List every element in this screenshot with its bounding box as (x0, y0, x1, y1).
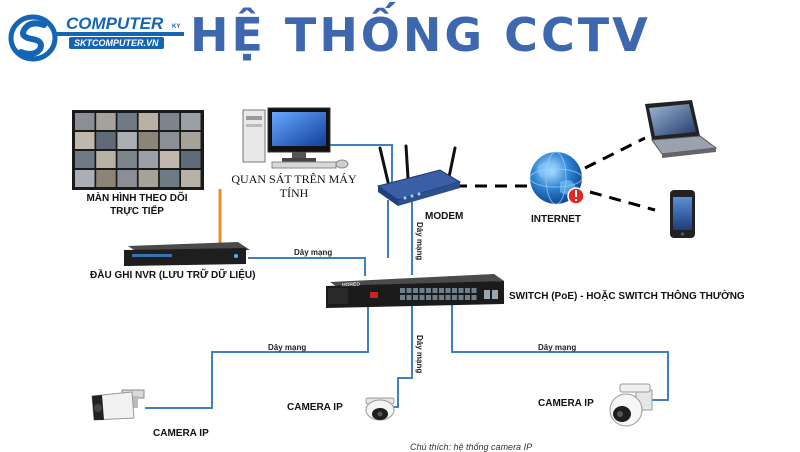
dome-camera-icon (365, 397, 395, 421)
switch-port (465, 295, 470, 300)
switch-port (452, 288, 457, 293)
wire-label-cam-left: Dây mạng (268, 343, 307, 352)
bullet-camera-icon (91, 389, 145, 421)
switch-port (458, 295, 464, 300)
pc-label: QUAN SÁT TRÊN MÁY TÍNH (228, 172, 360, 200)
monitor-tile (75, 132, 95, 149)
switch-port (471, 295, 477, 300)
monitor-tile (117, 170, 137, 187)
footnote: Chú thích: hệ thống camera IP (410, 442, 533, 452)
switch-sfp-port (492, 290, 498, 299)
switch-port (445, 288, 451, 293)
monitor-tile (159, 132, 180, 149)
switch-label: SWITCH (PoE) - HOẶC SWITCH THÔNG THƯỜNG (509, 291, 745, 302)
switch-port (400, 288, 405, 293)
monitor-tile (138, 151, 159, 168)
wire-label-cam-right: Dây mạng (538, 343, 577, 352)
camera-mid-label: CAMERA IP (287, 402, 343, 413)
internet-globe-icon (529, 151, 585, 205)
monitor-wall-icon (72, 110, 204, 190)
switch-brand-label: HORED (341, 281, 361, 289)
camera-left-label: CAMERA IP (153, 428, 209, 439)
nvr-label: ĐẦU GHI NVR (LƯU TRỮ DỮ LIỆU) (90, 270, 256, 281)
monitor-label-line2: TRỰC TIẾP (110, 206, 164, 217)
monitor-tile (138, 113, 159, 130)
switch-port (458, 288, 464, 293)
monitor-tile (138, 132, 159, 149)
monitor-tile (117, 132, 137, 149)
switch-port (426, 295, 431, 300)
switch-sfp-port (484, 290, 490, 299)
switch-port (432, 295, 438, 300)
monitor-tile (75, 170, 95, 187)
wire-nvr-switch (248, 257, 366, 276)
switch-port (445, 295, 451, 300)
switch-port (471, 288, 477, 293)
logo-brand-text: COMPUTER (66, 14, 164, 33)
modem-label: MODEM (425, 211, 464, 222)
nvr-recorder-icon (124, 242, 250, 266)
monitor-tile (159, 170, 180, 187)
monitor-tile (159, 151, 180, 168)
monitor-tile (138, 170, 159, 187)
monitor-label-line1: MÀN HÌNH THEO DÕI (86, 193, 188, 204)
wire-label-modem-switch: Dây mạng (415, 222, 424, 261)
monitor-tile (96, 151, 116, 168)
monitor-tile (96, 113, 116, 130)
switch-port (406, 288, 412, 293)
monitor-label: MÀN HÌNH THEO DÕI TRỰC TIẾP (71, 192, 203, 218)
switch-port (426, 288, 431, 293)
ptz-camera-icon (609, 383, 653, 427)
switch-port (432, 288, 438, 293)
monitor-tile (181, 170, 201, 187)
switch-port (400, 295, 405, 300)
monitor-tile (75, 151, 95, 168)
wire-switch-cam-right (451, 305, 669, 401)
monitor-tile (117, 113, 137, 130)
switch-port (413, 295, 418, 300)
switch-port (452, 295, 457, 300)
logo-ky-text: KY (172, 24, 181, 30)
switch-port (465, 288, 470, 293)
logo-mark (8, 14, 184, 62)
switch-port (413, 288, 418, 293)
switch-port (439, 295, 444, 300)
monitor-tile (181, 151, 201, 168)
camera-right-label: CAMERA IP (538, 398, 594, 409)
logo-website-text: SKTCOMPUTER.VN (69, 37, 164, 49)
modem-router-icon (376, 144, 462, 206)
wire-label-nvr-switch: Dây mạng (294, 248, 333, 257)
pc-label-line1: QUAN SÁT TRÊN MÁY (231, 172, 357, 186)
wire-switch-cam-left (145, 305, 369, 409)
wire-monitor-nvr (215, 189, 222, 250)
switch-port (439, 288, 444, 293)
pc-label-line2: TÍNH (279, 186, 309, 200)
page-title: HỆ THỐNG CCTV (190, 8, 651, 62)
internet-label: INTERNET (531, 214, 581, 225)
monitor-tile (181, 132, 201, 149)
switch-port (419, 295, 425, 300)
monitor-tile (117, 151, 137, 168)
monitor-tile (96, 132, 116, 149)
monitor-tile (181, 113, 201, 130)
network-switch-icon (326, 274, 504, 308)
link-internet-laptop (584, 136, 646, 170)
monitor-tile (159, 113, 180, 130)
smartphone-icon (670, 190, 695, 238)
desktop-pc-icon (242, 107, 349, 169)
wire-switch-cam-mid (392, 305, 413, 408)
monitor-tile (75, 113, 95, 130)
link-internet-phone (589, 190, 656, 212)
switch-port (406, 295, 412, 300)
monitor-tile (96, 170, 116, 187)
switch-port (419, 288, 425, 293)
laptop-icon (645, 100, 718, 158)
wire-label-cam-mid: Dây mạng (415, 335, 424, 374)
